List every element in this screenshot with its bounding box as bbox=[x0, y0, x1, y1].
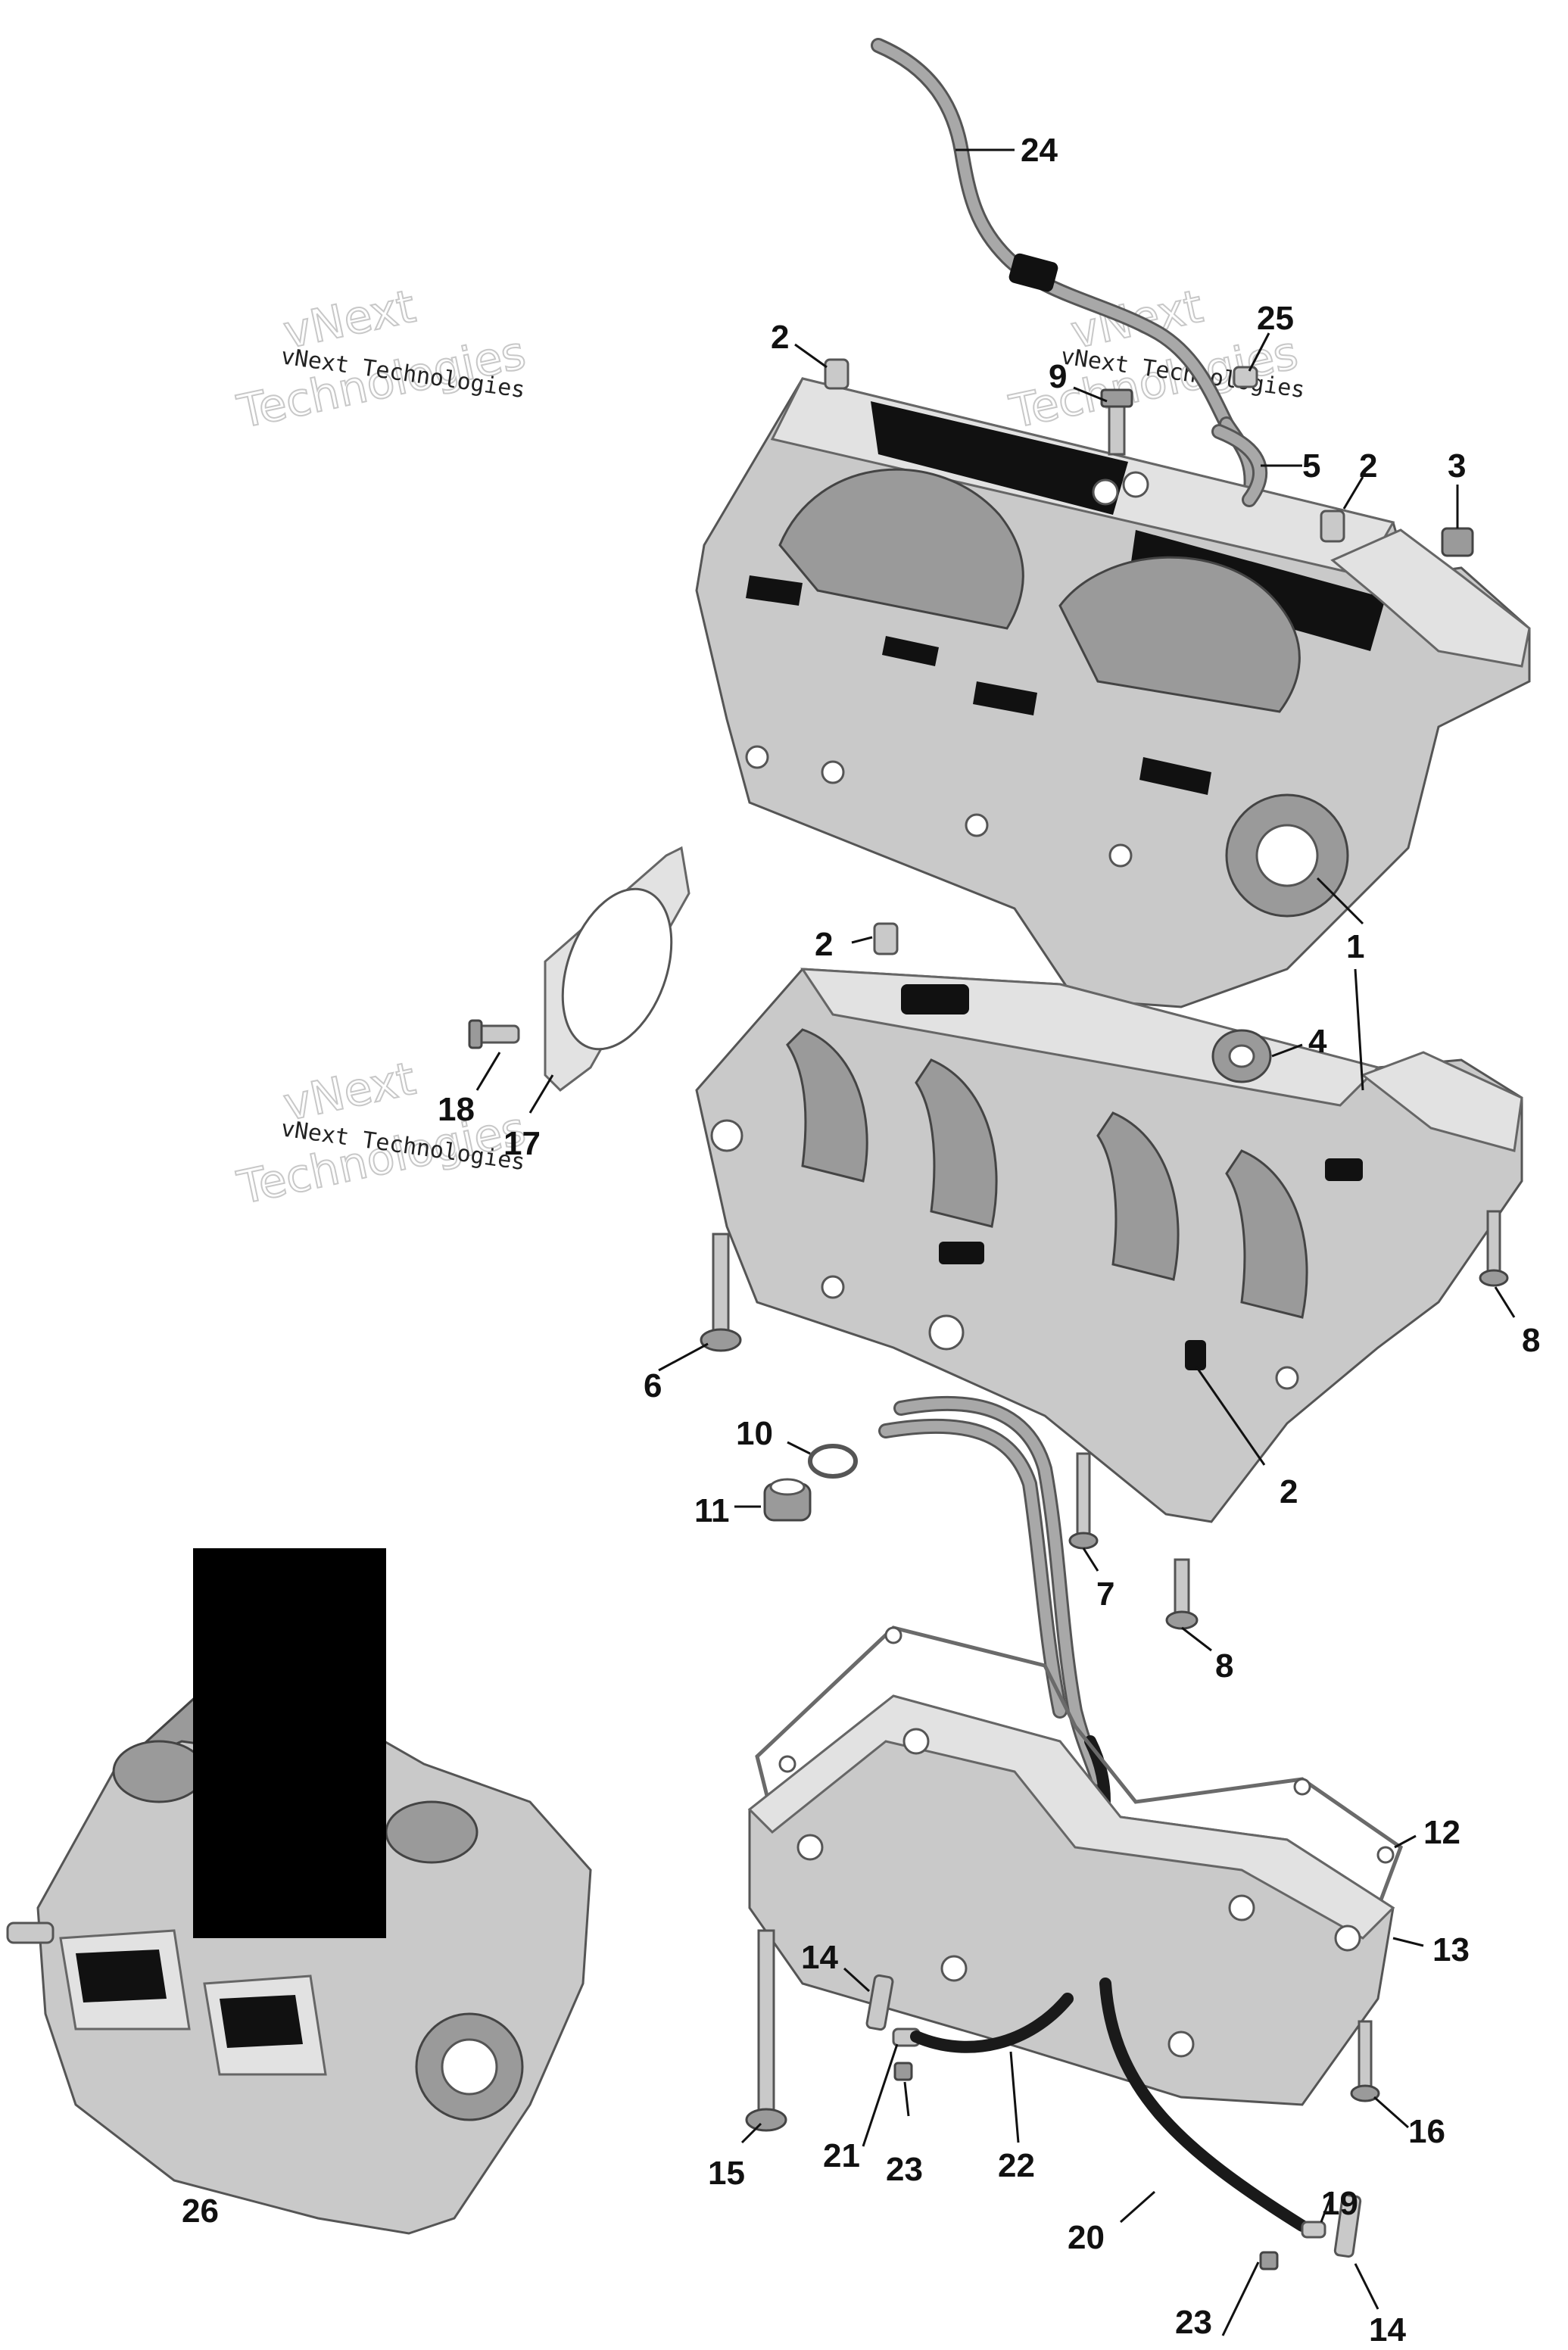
callout-2-middle: 2 bbox=[815, 926, 833, 963]
callout-4: 4 bbox=[1308, 1023, 1327, 1060]
part-stud-9 bbox=[1100, 388, 1133, 456]
part-clamp-23b bbox=[1259, 2251, 1279, 2271]
callout-11: 11 bbox=[694, 1492, 730, 1529]
callout-25: 25 bbox=[1257, 300, 1294, 337]
part-seal-4 bbox=[1211, 1029, 1272, 1083]
callout-19: 19 bbox=[1321, 2185, 1358, 2222]
part-pin-18 bbox=[468, 1019, 520, 1049]
part-fitting-14b bbox=[1333, 2193, 1362, 2258]
part-dowel-2d bbox=[1185, 1340, 1206, 1370]
callout-26: 26 bbox=[182, 2193, 219, 2230]
part-fitting-11 bbox=[763, 1478, 812, 1522]
part-oil-pan-13 bbox=[747, 1694, 1395, 2106]
part-connector-19 bbox=[1301, 2221, 1326, 2239]
part-dowel-2a bbox=[824, 358, 849, 390]
part-washer-10 bbox=[808, 1444, 858, 1479]
callout-9: 9 bbox=[1049, 358, 1067, 395]
part-lower-crankcase bbox=[695, 968, 1523, 1523]
callout-17: 17 bbox=[503, 1125, 541, 1162]
callout-23-right: 23 bbox=[1175, 2304, 1212, 2341]
callout-7: 7 bbox=[1096, 1575, 1114, 1613]
callout-2-top-left: 2 bbox=[771, 319, 789, 356]
part-upper-crankcase bbox=[695, 377, 1531, 1008]
callout-15: 15 bbox=[708, 2155, 745, 2192]
part-clamp-23a bbox=[893, 2062, 913, 2081]
callout-1: 1 bbox=[1346, 928, 1364, 965]
callout-21: 21 bbox=[823, 2137, 860, 2174]
callout-8-lower: 8 bbox=[1215, 1647, 1233, 1685]
part-hose-22 bbox=[910, 1993, 1074, 2053]
callout-12: 12 bbox=[1423, 1814, 1460, 1851]
callout-5: 5 bbox=[1302, 447, 1320, 485]
callout-2-lower: 2 bbox=[1280, 1473, 1298, 1510]
redaction-block bbox=[193, 1548, 386, 1938]
part-dowel-2b bbox=[1320, 510, 1345, 543]
callout-leaders bbox=[475, 148, 1516, 2336]
callout-23-left: 23 bbox=[886, 2151, 923, 2188]
part-dowel-2c bbox=[873, 922, 899, 955]
callout-10: 10 bbox=[736, 1415, 773, 1452]
callout-2-top-right: 2 bbox=[1359, 447, 1377, 485]
part-fitting-14a bbox=[865, 1974, 894, 2031]
callout-3: 3 bbox=[1448, 447, 1466, 485]
callout-8-right: 8 bbox=[1522, 1322, 1540, 1359]
callout-24: 24 bbox=[1021, 132, 1058, 169]
callout-14-right: 14 bbox=[1369, 2311, 1406, 2348]
part-bolt-6 bbox=[700, 1233, 742, 1352]
part-bolt-8b bbox=[1165, 1558, 1199, 1630]
part-nipple-25 bbox=[1233, 366, 1258, 388]
part-gasket-17 bbox=[544, 846, 690, 1092]
callout-6: 6 bbox=[644, 1367, 662, 1404]
part-bolt-15 bbox=[745, 1929, 787, 2132]
callout-13: 13 bbox=[1432, 1931, 1470, 1968]
callout-16: 16 bbox=[1408, 2113, 1445, 2150]
callout-14-left: 14 bbox=[801, 1939, 838, 1976]
part-bolt-16 bbox=[1350, 2020, 1380, 2102]
part-elbow-5 bbox=[1211, 424, 1268, 507]
part-plug-3 bbox=[1441, 527, 1474, 557]
part-hose-20 bbox=[1099, 1978, 1308, 2232]
watermark-top-left: vNext Technologies vNext Technologies bbox=[232, 279, 531, 440]
part-bolt-7 bbox=[1068, 1452, 1099, 1550]
callout-20: 20 bbox=[1068, 2219, 1105, 2256]
callout-18: 18 bbox=[438, 1091, 475, 1128]
callout-22: 22 bbox=[998, 2147, 1035, 2184]
part-bolt-8a bbox=[1479, 1210, 1509, 1287]
